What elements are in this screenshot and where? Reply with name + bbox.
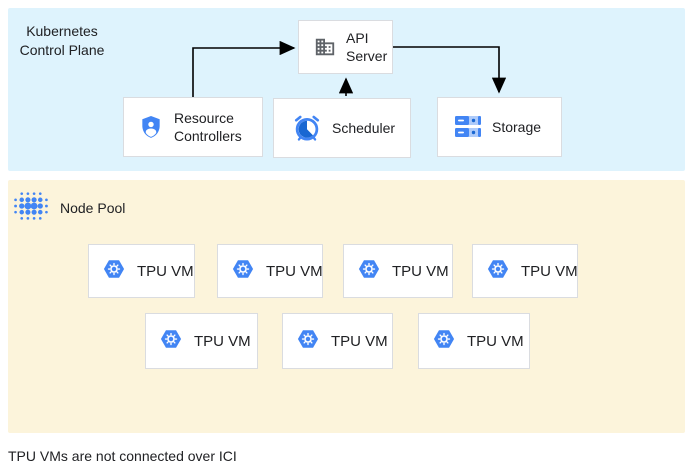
tpu-vm-label: TPU VM: [266, 262, 323, 280]
tpu-vm-label: TPU VM: [331, 332, 388, 350]
tpu-hexagon-gear-icon: [487, 258, 509, 285]
node-pool-title: Node Pool: [60, 200, 126, 216]
tpu-vm-node-3: TPU VM: [343, 244, 453, 298]
tpu-hexagon-gear-icon: [103, 258, 125, 285]
node-pool-header: Node Pool: [12, 188, 125, 228]
shield-user-icon: [138, 113, 164, 141]
resource-controllers-label: Resource Controllers: [174, 109, 242, 144]
tpu-vm-label: TPU VM: [521, 262, 578, 280]
tpu-vm-node-4: TPU VM: [472, 244, 578, 298]
building-icon: [314, 36, 336, 58]
tpu-hexagon-gear-icon: [160, 328, 182, 355]
tpu-vm-node-6: TPU VM: [282, 313, 393, 369]
storage-label: Storage: [492, 118, 542, 135]
tpu-hexagon-gear-icon: [433, 328, 455, 355]
storage-node: Storage: [437, 97, 562, 157]
tpu-hexagon-gear-icon: [297, 328, 319, 355]
tpu-vm-node-5: TPU VM: [145, 313, 258, 369]
dot-cluster-icon: [12, 187, 50, 230]
api-server-node: API Server: [298, 20, 393, 74]
tpu-hexagon-gear-icon: [232, 258, 254, 285]
tpu-vm-label: TPU VM: [467, 332, 524, 350]
footnote-caption: TPU VMs are not connected over ICI: [8, 448, 237, 464]
tpu-vm-node-7: TPU VM: [418, 313, 530, 369]
scheduler-node: Scheduler: [273, 98, 411, 158]
tpu-vm-node-2: TPU VM: [217, 244, 323, 298]
tpu-vm-node-1: TPU VM: [88, 244, 195, 298]
tpu-vm-label: TPU VM: [137, 262, 194, 280]
tpu-vm-label: TPU VM: [194, 332, 251, 350]
alarm-clock-icon: [292, 113, 322, 143]
scheduler-label: Scheduler: [332, 119, 396, 136]
resource-controllers-node: Resource Controllers: [123, 97, 263, 157]
node-pool-zone: [8, 180, 685, 433]
server-stack-icon: [454, 115, 482, 139]
tpu-vm-label: TPU VM: [392, 262, 449, 280]
control-plane-title: Kubernetes Control Plane: [19, 23, 105, 58]
api-server-label: API Server: [346, 29, 388, 64]
tpu-hexagon-gear-icon: [358, 258, 380, 285]
